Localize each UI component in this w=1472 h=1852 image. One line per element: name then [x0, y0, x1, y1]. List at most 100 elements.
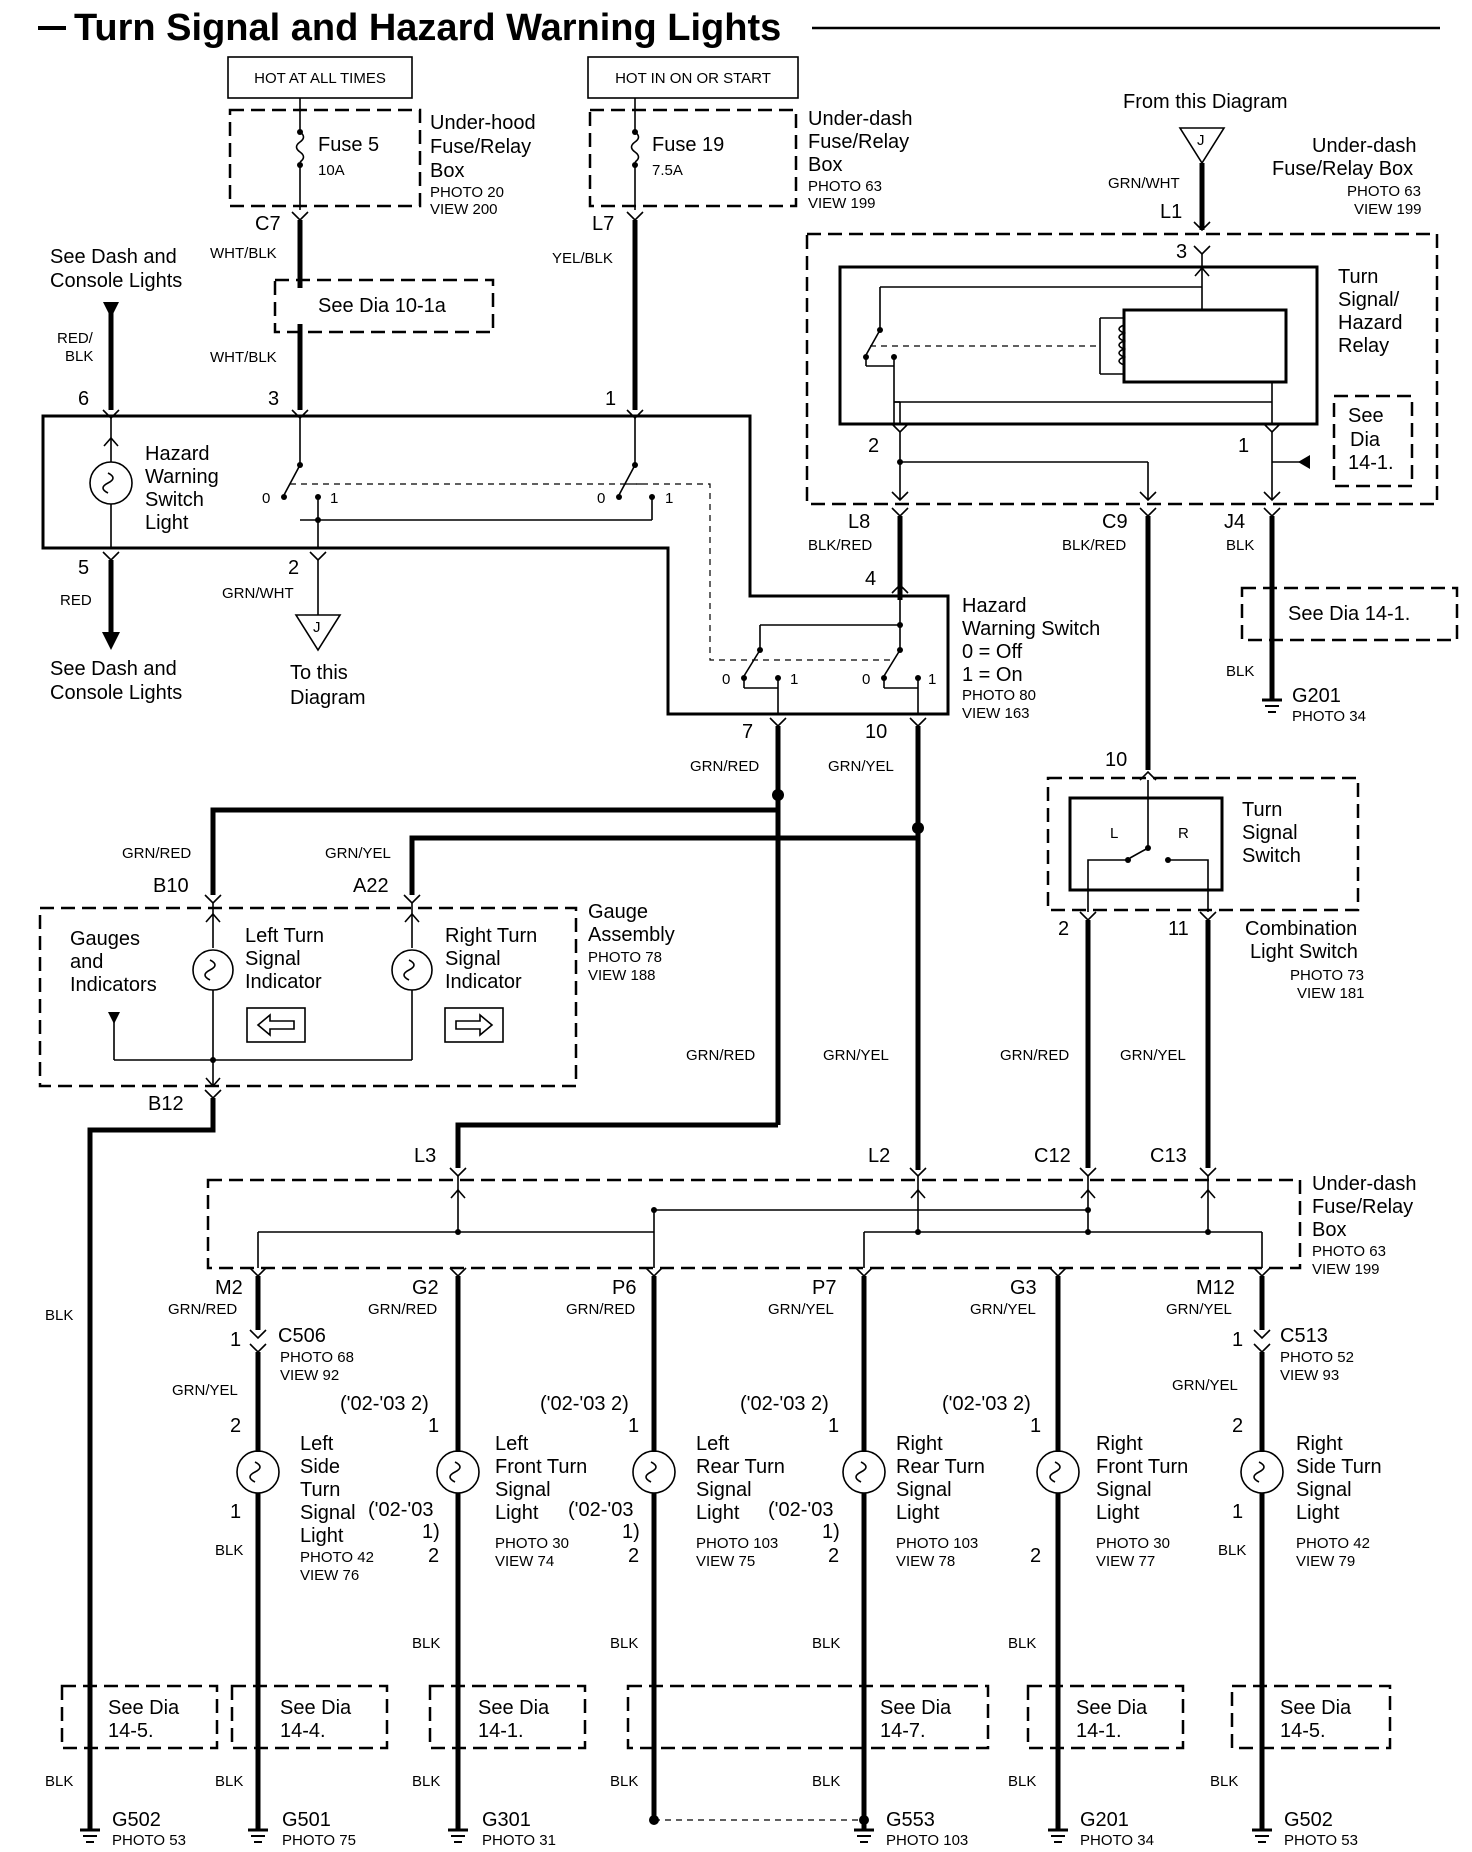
gauge-assembly-2: Assembly [588, 924, 675, 946]
fuse5-icon [295, 131, 305, 163]
underdash-label-3: Box [808, 154, 842, 176]
g2-name-1: Left [495, 1433, 529, 1455]
pin-j4: J4 [1224, 511, 1245, 533]
g3-name-4: Light [1096, 1502, 1140, 1524]
see-dia-left-2: 14-5. [108, 1720, 154, 1742]
fuse19-label: Fuse 19 [652, 134, 724, 156]
to-this-diagram-1: To this [290, 662, 348, 684]
relay-coil-icon [1118, 324, 1127, 366]
wire-grn-yel-c13: GRN/YEL [1120, 1047, 1186, 1064]
pin-5: 5 [78, 557, 89, 579]
output-pin-g2: G2 [412, 1277, 439, 1299]
relay-name-3: Hazard [1338, 312, 1402, 334]
wire-wht-blk-2: WHT/BLK [210, 349, 277, 366]
left-rear-lamp-icon [632, 1450, 676, 1494]
g2-view: VIEW 74 [495, 1553, 554, 1570]
relay-pin-2: 2 [868, 435, 879, 457]
blk-g2-mid: BLK [412, 1635, 440, 1652]
wire-grn-red-c12: GRN/RED [1000, 1047, 1069, 1064]
ground-g553: G553 [886, 1809, 935, 1831]
turn-pin-2: 2 [1058, 918, 1069, 940]
right-arrow-icon [455, 1013, 494, 1037]
p6-name-2: Rear Turn [696, 1456, 785, 1478]
ground-g502-right: G502 [1284, 1809, 1333, 1831]
p6-year: ('02-'03 2) [540, 1393, 629, 1415]
hazard-light-bulb-icon [89, 461, 133, 505]
see-dia-right-1: See Dia [1280, 1697, 1352, 1719]
output-pin-m12: M12 [1196, 1277, 1235, 1299]
hazard-pin-7: 7 [742, 721, 753, 743]
m12-name-3: Signal [1296, 1479, 1352, 1501]
see-dia-10-1a: See Dia 10-1a [318, 295, 447, 317]
g2-photo: PHOTO 30 [495, 1535, 569, 1552]
hazard-pin-10: 10 [865, 721, 887, 743]
hsw-0-a: 0 [722, 671, 730, 688]
left-arrow-icon [256, 1013, 295, 1037]
ground-g201: G201 [1080, 1809, 1129, 1831]
hazard-switch-off: 0 = Off [962, 641, 1023, 663]
ground-symbols [80, 1828, 1272, 1843]
relay-pin-1: 1 [1238, 435, 1249, 457]
combo-label-2: Light Switch [1250, 941, 1358, 963]
m2-pin-bot: 1 [230, 1501, 241, 1523]
hazard-switch-box [41, 414, 950, 716]
wire-grn-red-h: GRN/RED [690, 758, 759, 775]
wire-grn-red-l3: GRN/RED [686, 1047, 755, 1064]
fuse5-rating: 10A [318, 162, 345, 179]
ground-g201-top-photo: PHOTO 34 [1292, 708, 1366, 725]
m2-view: VIEW 76 [300, 1567, 359, 1584]
relay-l1: L1 [1160, 201, 1182, 223]
left-indicator-2: Signal [245, 948, 301, 970]
wire-grn-yel-l2: GRN/YEL [823, 1047, 889, 1064]
gauge-view: VIEW 188 [588, 967, 656, 984]
hazard-pin-4: 4 [865, 568, 876, 590]
wire-grn-wht-relay: GRN/WHT [1108, 175, 1180, 192]
lower-box-label-2: Fuse/Relay [1312, 1196, 1413, 1218]
g2-alt2: 1) [422, 1521, 440, 1543]
conn-c513: C513 [1280, 1325, 1328, 1347]
blk-g3-mid: BLK [1008, 1635, 1036, 1652]
relay-see-3: 14-1. [1348, 452, 1394, 474]
wire-blk-gauge: BLK [45, 1307, 73, 1324]
wire-blk-red-l8: BLK/RED [808, 537, 872, 554]
p6-name-1: Left [696, 1433, 730, 1455]
blk-p7-mid: BLK [812, 1635, 840, 1652]
pin-l3: L3 [414, 1145, 436, 1167]
see-dash-top-1: See Dash and [50, 246, 177, 268]
wire-blk-j4: BLK [1226, 537, 1254, 554]
g2-year: ('02-'03 2) [340, 1393, 429, 1415]
relay-pin-3: 3 [1176, 241, 1187, 263]
wire-blk-j4-2: BLK [1226, 663, 1254, 680]
g2-pin-top: 1 [428, 1415, 439, 1437]
fuse19-icon [630, 131, 640, 163]
pin-3: 3 [268, 388, 279, 410]
p6-view: VIEW 75 [696, 1553, 755, 1570]
ground-g501: G501 [282, 1809, 331, 1831]
j-label-to: J [313, 619, 321, 636]
left-indicator-bulb-icon [192, 949, 234, 991]
right-indicator-1: Right Turn [445, 925, 537, 947]
hazard-light-label-1: Hazard [145, 443, 209, 465]
see-dia-14-4-box [230, 1684, 389, 1750]
g2-alt: ('02-'03 [368, 1499, 433, 1521]
ground-g201-top: G201 [1292, 685, 1341, 707]
g3-view: VIEW 77 [1096, 1553, 1155, 1570]
underhood-label-3: Box [430, 160, 464, 182]
p7-name-3: Signal [896, 1479, 952, 1501]
output-pin-m2: M2 [215, 1277, 243, 1299]
turn-signal-relay [838, 265, 1319, 426]
p6-alt2: 1) [622, 1521, 640, 1543]
pin-c13: C13 [1150, 1145, 1187, 1167]
pin-l2: L2 [868, 1145, 890, 1167]
right-side-lamp-icon [1240, 1450, 1284, 1494]
ground-g301-photo: PHOTO 31 [482, 1832, 556, 1849]
wire-red: RED [60, 592, 92, 609]
p6-name-4: Light [696, 1502, 740, 1524]
blk-bot-7: BLK [1210, 1773, 1238, 1790]
m2-pin-top: 2 [230, 1415, 241, 1437]
wire-yel-blk: YEL/BLK [552, 250, 613, 267]
underdash-view: VIEW 199 [808, 195, 876, 212]
arrow-down-icon-2 [102, 632, 120, 650]
conn-c506-photo: PHOTO 68 [280, 1349, 354, 1366]
